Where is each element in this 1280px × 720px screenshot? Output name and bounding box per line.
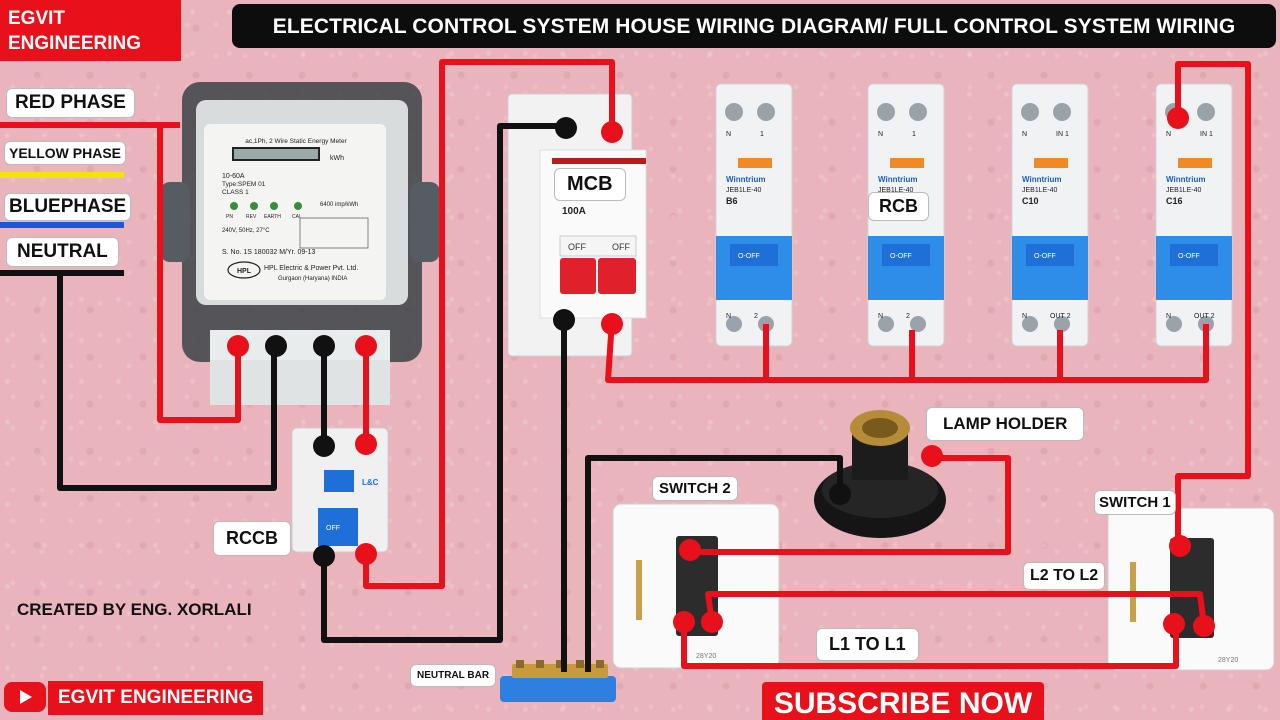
breaker-brand: Winntrium [726,175,765,184]
breaker-in-n: N [726,131,731,138]
l2-to-l2-label: L2 TO L2 [1023,562,1106,590]
meter-led-cal: CAL [292,214,302,220]
rcb-label: RCB [868,192,929,221]
breaker-off: O-OFF [738,253,760,260]
breaker-in-l: 1 [760,131,764,138]
lamp-holder [814,410,946,538]
switch-2-mark: 28Y20 [696,653,716,660]
brand-banner-bottom: EGVIT ENGINEERING [48,681,264,715]
breaker-brand: Winntrium [878,175,917,184]
breaker-out-l: 2 [906,313,910,320]
breaker-in-l: 1 [912,131,916,138]
breaker-out-l: 2 [754,313,758,320]
meter-unit: kWh [330,155,344,162]
breaker-off: O-OFF [890,253,912,260]
switch-2-label: SWITCH 2 [652,476,738,501]
meter-type: Type:SPEM 01 [222,181,266,188]
neutral-bar [500,660,616,702]
youtube-icon [4,682,46,712]
credit-text: CREATED BY ENG. XORLALI [17,600,252,619]
rccb-brand: L&C [362,478,379,487]
page-title: ELECTRICAL CONTROL SYSTEM HOUSE WIRING D… [272,15,1236,38]
mcb-label: MCB [554,168,626,201]
meter-class: CLASS 1 [222,189,249,196]
title-bar: ELECTRICAL CONTROL SYSTEM HOUSE WIRING D… [232,4,1276,48]
breaker-rating: C10 [1022,196,1039,206]
meter-header: ac,1Ph, 2 Wire Static Energy Meter [245,138,347,145]
breaker-model: JEB1LE-40 [1022,187,1058,194]
terminal-dots [227,107,1215,637]
neutral-bar-label: NEUTRAL BAR [410,664,497,687]
meter-location: Gurgaon (Haryana) INDIA [278,276,347,282]
breaker-brand: Winntrium [1022,175,1061,184]
red-phase-label: RED PHASE [6,88,135,118]
breaker-model: JEB1LE-40 [726,187,762,194]
subscribe-now-banner[interactable]: SUBSCRIBE NOW [762,682,1044,720]
meter-serial: S. No. 1S 180032 M/Yr. 09-13 [222,249,315,256]
meter-led-rev: REV [246,214,257,220]
breaker-in-l: IN 1 [1056,131,1069,138]
breaker-off: O-OFF [1034,253,1056,260]
breaker-out-n: N [1166,313,1171,320]
yellow-phase-line [0,172,124,178]
meter-logo: HPL [237,268,252,275]
neutral-wires [57,123,843,672]
main-mcb: 100A OFF OFF [507,93,647,357]
breaker-out-l: OUT 2 [1194,313,1215,320]
switch-1-plate: 28Y20 [1107,507,1275,671]
meter-led-pn: PN [226,214,233,220]
blue-phase-label: BLUEPHASE [4,193,132,221]
red-phase-line [0,122,180,128]
rccb-label: RCCB [213,521,291,556]
meter-rating: 10-60A [222,173,245,180]
l1-to-l1-label: L1 TO L1 [816,628,919,661]
yellow-phase-label: YELLOW PHASE [4,141,127,165]
brand-name-top: EGVIT ENGINEERING [8,8,142,54]
switch-1-mark: 28Y20 [1218,657,1238,664]
meter-spec: 240V, 50Hz, 27°C [222,228,270,234]
breaker-rating: C16 [1166,196,1183,206]
mcb-off-left: OFF [568,242,586,252]
switch-1-label: SWITCH 1 [1094,490,1176,515]
brand-logo-top [0,0,181,61]
breaker-in-n: N [1166,131,1171,138]
breaker-model: JEB1LE-40 [878,187,914,194]
breaker-model: JEB1LE-40 [1166,187,1202,194]
breaker-in-l: IN 1 [1200,131,1213,138]
rccb-off: OFF [326,525,340,532]
meter-maker: HPL Electric & Power Pvt. Ltd. [264,265,358,272]
meter-led-earth: EARTH [264,214,281,220]
lamp-holder-label: LAMP HOLDER [926,407,1085,441]
breaker-out-n: N [1022,313,1027,320]
breaker-out-n: N [878,313,883,320]
mcb-rating: 100A [562,206,586,217]
rccb-device: OFF L&C [291,427,389,553]
switch-2-plate: 28Y20 [612,503,780,669]
neutral-label: NEUTRAL [6,237,119,267]
breaker-in-n: N [878,131,883,138]
breaker-off: O-OFF [1178,253,1200,260]
energy-meter: ac,1Ph, 2 Wire Static Energy Meter kWh 1… [160,82,440,405]
mcb-off-right: OFF [612,242,630,252]
blue-phase-line [0,222,124,228]
breaker-brand: Winntrium [1166,175,1205,184]
live-wires [157,59,1251,669]
meter-imp: 6400 imp/kWh [320,202,358,208]
breaker-in-n: N [1022,131,1027,138]
breaker-out-l: OUT 2 [1050,313,1071,320]
breaker-rating: B6 [726,196,738,206]
breaker-out-n: N [726,313,731,320]
